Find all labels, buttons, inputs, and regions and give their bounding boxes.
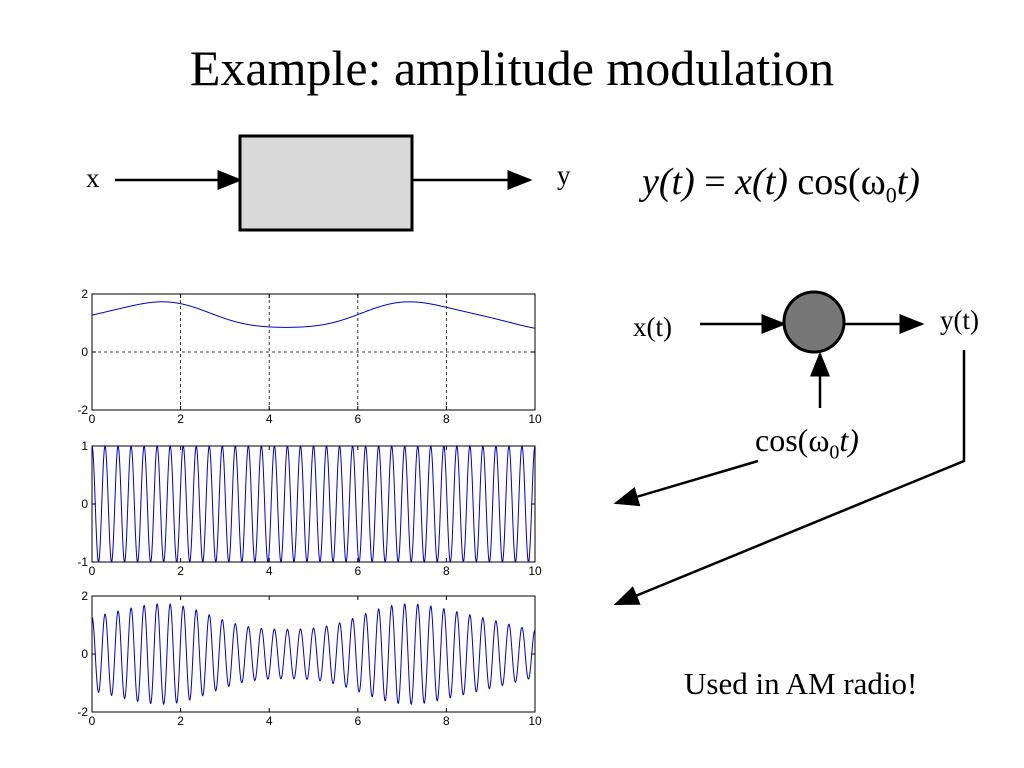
eq-equals: = xyxy=(704,161,726,203)
y-tick-label: 1 xyxy=(81,439,88,453)
y-tick-label: 2 xyxy=(81,589,88,603)
y-tick-label: 0 xyxy=(81,345,88,359)
x-tick-label: 8 xyxy=(443,564,450,578)
x-tick-label: 2 xyxy=(177,412,184,426)
x-tick-label: 8 xyxy=(443,412,450,426)
x-tick-label: 6 xyxy=(354,564,361,578)
eq-x-part: x(t) xyxy=(735,161,788,203)
x-tick-label: 4 xyxy=(266,714,273,728)
x-tick-label: 2 xyxy=(177,714,184,728)
x-tick-label: 8 xyxy=(443,714,450,728)
x-tick-label: 2 xyxy=(177,564,184,578)
carrier-suffix: t) xyxy=(839,422,859,458)
slide-title: Example: amplitude modulation xyxy=(189,40,835,96)
series-line-1 xyxy=(91,301,536,329)
x-tick-label: 10 xyxy=(528,564,542,578)
equation: y(t) = x(t) cos(ω0t) xyxy=(642,160,920,218)
x-tick-label: 0 xyxy=(89,564,96,578)
carrier-subscript: 0 xyxy=(829,441,840,464)
series-line-2 xyxy=(91,444,536,564)
y-tick-label: 0 xyxy=(81,497,88,511)
x-tick-label: 4 xyxy=(266,412,273,426)
eq-subscript: 0 xyxy=(885,182,897,208)
y-tick-label: 0 xyxy=(81,647,88,661)
x-tick-label: 10 xyxy=(528,412,542,426)
mult-input-label: x(t) xyxy=(633,312,672,342)
carrier-prefix: cos(ω xyxy=(755,422,830,458)
series-line-3 xyxy=(91,602,536,706)
carrier-pointer-arrow xyxy=(613,459,759,507)
output-pointer-arrow xyxy=(613,350,966,606)
system-block xyxy=(238,134,414,232)
block-output-label: y xyxy=(557,160,571,190)
y-tick-label: -2 xyxy=(77,705,88,719)
eq-lhs: y(t) xyxy=(642,161,695,203)
x-tick-label: 10 xyxy=(528,714,542,728)
x-tick-label: 6 xyxy=(354,412,361,426)
y-tick-label: -1 xyxy=(77,555,88,569)
y-tick-label: -2 xyxy=(77,403,88,417)
eq-tail: t) xyxy=(896,161,920,203)
caption: Used in AM radio! xyxy=(684,666,918,701)
block-input-label: x xyxy=(86,163,100,193)
x-tick-label: 0 xyxy=(89,412,96,426)
x-tick-label: 4 xyxy=(266,564,273,578)
mult-output-label: y(t) xyxy=(940,305,979,335)
carrier-label: cos(ω0t) xyxy=(755,420,859,472)
y-tick-label: 2 xyxy=(81,287,88,301)
eq-cos-part: cos(ω xyxy=(797,161,886,203)
x-tick-label: 0 xyxy=(89,714,96,728)
x-tick-label: 6 xyxy=(354,714,361,728)
